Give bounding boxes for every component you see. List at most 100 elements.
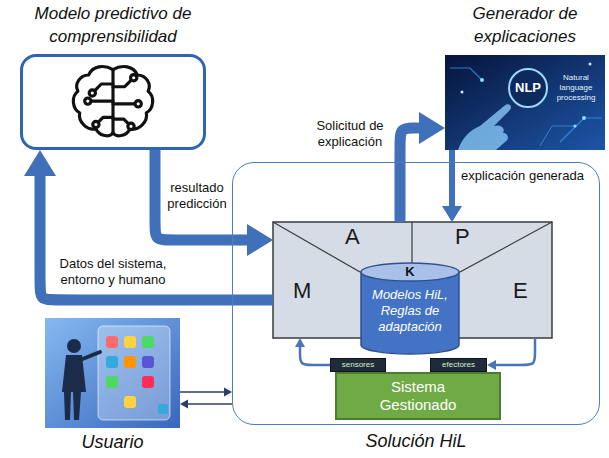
cylinder-body	[361, 272, 459, 354]
app-icon	[106, 336, 118, 348]
model-box: Modelo predictivo de comprensibilidad	[18, 2, 208, 152]
flow-arrow	[295, 338, 330, 365]
region-label: Solución HiL	[232, 430, 600, 452]
generator-image-frame	[445, 55, 605, 150]
flow-arrow	[442, 150, 462, 222]
circuit-node	[85, 98, 91, 104]
mape-letter: A	[345, 224, 360, 250]
app-icon	[142, 336, 154, 348]
cylinder-top	[361, 263, 459, 281]
glow-line	[540, 126, 575, 146]
flow-arrow	[180, 400, 232, 409]
circuit-node	[89, 90, 95, 96]
arrow-head	[487, 360, 496, 370]
arrow-shaft	[180, 391, 226, 393]
mape-loop: M A P E K Modelos HiL, Reglas de adaptación	[273, 222, 552, 338]
arrow-shaft	[449, 150, 455, 208]
arrow-shaft	[495, 338, 536, 365]
app-icon	[106, 376, 118, 388]
user-picture	[45, 318, 180, 428]
nlp-picture	[445, 55, 605, 150]
system-label: Sistema Gestionado	[368, 378, 468, 414]
glow-dot	[589, 63, 592, 66]
arrow-shaft	[300, 346, 330, 366]
image-caption: Natural language processing	[550, 73, 602, 103]
arrow-shaft	[155, 150, 249, 240]
person-head	[67, 339, 81, 353]
circuit-trace	[91, 100, 113, 103]
sensor-box: sensores	[330, 358, 386, 372]
arrow-head	[419, 112, 445, 144]
hand-figure	[458, 104, 511, 150]
mape-letter: M	[293, 278, 311, 304]
knowledge-cylinder: K Modelos HiL, Reglas de adaptación	[360, 262, 460, 355]
mape-panel	[273, 222, 552, 338]
arrow-head	[295, 338, 305, 347]
glow-line	[450, 68, 482, 80]
brain-outline	[73, 67, 113, 136]
person-body	[62, 355, 86, 420]
mape-divider	[411, 222, 412, 263]
circuit-node	[135, 101, 141, 107]
glow-line	[560, 118, 602, 142]
knowledge-letter: K	[360, 264, 460, 280]
edge-label: explicación generada	[461, 168, 597, 184]
brain-icon	[73, 67, 152, 136]
model-frame	[20, 54, 206, 150]
arrow-head	[247, 224, 273, 256]
flow-arrow	[487, 338, 535, 370]
flow-arrow	[24, 150, 273, 300]
knowledge-text: Modelos HiL, Reglas de adaptación	[364, 287, 456, 335]
glow-dot	[573, 124, 576, 127]
circuit-trace	[113, 80, 131, 86]
glow-dot	[582, 116, 586, 120]
mape-diagonal	[273, 222, 360, 272]
mape-letter: E	[513, 278, 528, 304]
user-box: Usuario	[45, 318, 180, 454]
arrow-head	[224, 388, 232, 397]
flow-arrow	[155, 150, 273, 256]
flow-arrow	[400, 112, 445, 222]
effector-box: efectores	[430, 358, 487, 372]
arrow-head	[180, 400, 188, 409]
circuit-node	[93, 121, 99, 127]
edge-label: Solicitud de explicación	[312, 118, 388, 150]
brain-outline	[113, 67, 153, 136]
circuit-node	[128, 123, 134, 129]
glow-dot	[480, 78, 484, 82]
arrow-shaft	[400, 128, 421, 222]
effector-label: efectores	[431, 359, 486, 371]
node-heading: Modelo predictivo de comprensibilidad	[18, 2, 208, 48]
mape-letter: P	[455, 224, 470, 250]
arrow-shaft	[40, 175, 273, 301]
app-icon	[142, 376, 154, 388]
mape-diagonal	[460, 222, 552, 272]
circuit-node	[131, 75, 137, 81]
managed-system-box: Sistema Gestionado	[335, 372, 501, 420]
arrow-head	[442, 206, 462, 222]
hil-region: Solución HiL M A P E K Modelos HiL, Reglas de …	[232, 162, 600, 454]
circuit-trace	[113, 119, 128, 124]
app-icon	[158, 404, 168, 414]
node-heading: Generador de explicaciones	[445, 2, 605, 48]
app-icon	[124, 396, 136, 408]
sensor-label: sensores	[331, 359, 385, 371]
image-caption: NLP	[509, 80, 547, 96]
glow-dot	[461, 91, 464, 94]
edge-label: Datos del sistema, entorno y humano	[52, 256, 174, 288]
screen-panel	[98, 326, 170, 420]
app-icon	[142, 356, 154, 368]
user-image-frame	[45, 318, 180, 428]
circuit-trace	[95, 84, 113, 90]
circuit-trace	[99, 117, 113, 122]
edge-label: resultado predicción	[165, 180, 229, 212]
app-icon	[106, 356, 118, 368]
circuit-trace	[113, 102, 135, 105]
app-icon	[124, 356, 136, 368]
person-arm	[80, 352, 100, 360]
arrow-head	[24, 150, 56, 176]
arrow-shaft	[187, 403, 233, 405]
